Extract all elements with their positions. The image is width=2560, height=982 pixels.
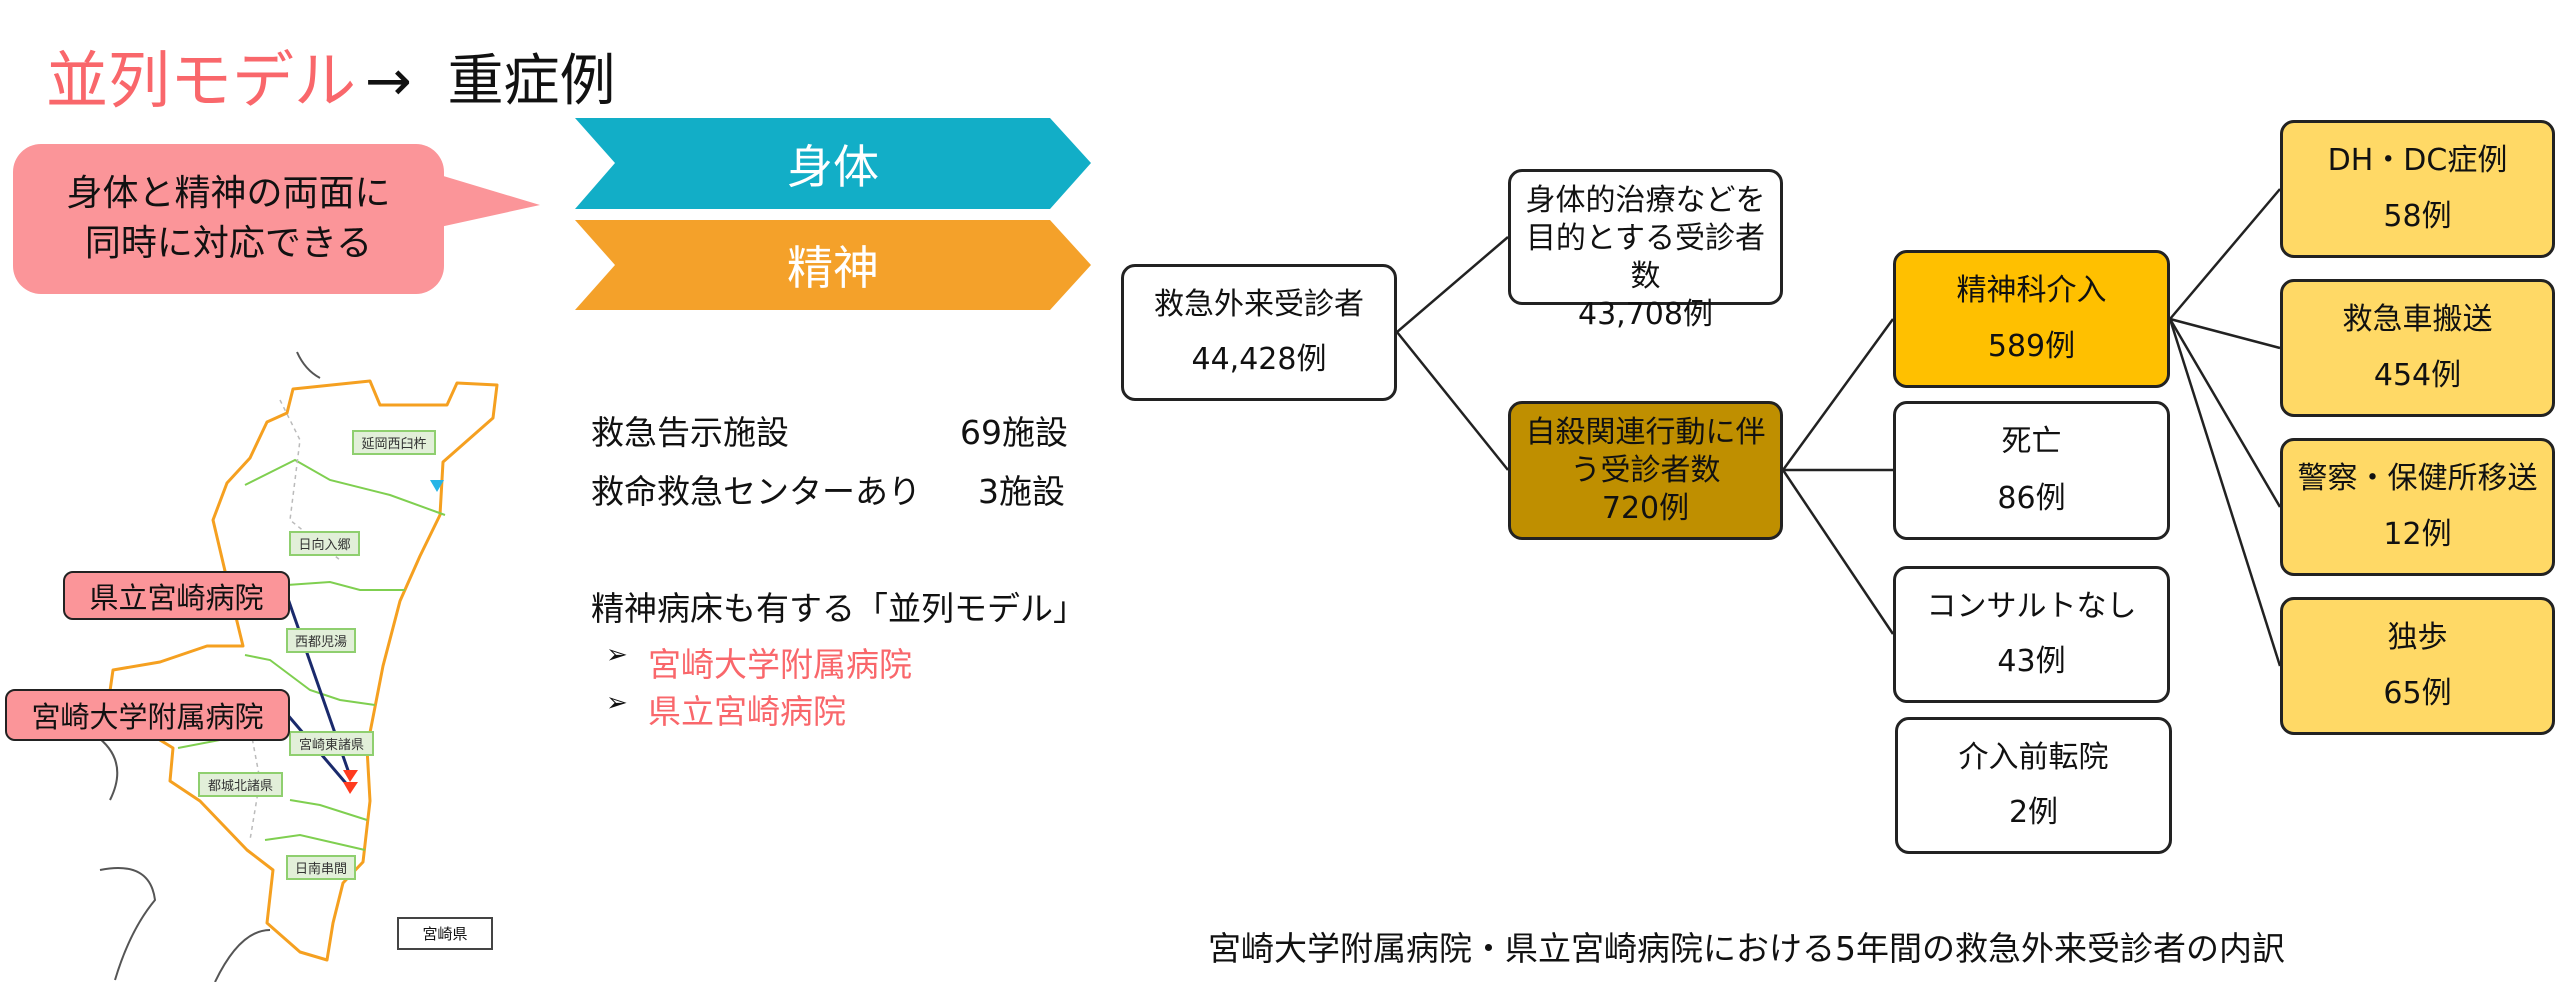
parallel-model-heading: 精神病床も有する「並列モデル」	[591, 589, 1086, 628]
region-label: 宮崎東諸県	[289, 731, 374, 756]
node-value: 2例	[2008, 795, 2059, 831]
node-dhdc: DH・DC症例 58例	[2280, 120, 2555, 258]
chevron-label: 身体	[787, 139, 879, 194]
facility-label: 救急告示施設	[591, 413, 789, 452]
node-label: 死亡	[2001, 424, 2062, 460]
chevron-mental: 精神	[575, 220, 1091, 310]
node-label: 自殺関連行動に伴う受診者数	[1525, 415, 1766, 488]
bullet-icon: ➢	[606, 640, 628, 670]
subtitle: → 重症例	[365, 36, 616, 117]
node-label: 精神科介入	[1956, 273, 2107, 308]
prefecture-label: 宮崎県	[397, 917, 493, 950]
node-value: 589例	[1987, 329, 2076, 364]
callout: 身体と精神の両面に 同時に対応できる	[13, 144, 444, 294]
chevron-label: 精神	[787, 241, 879, 295]
node-ambulance: 救急車搬送 454例	[2280, 279, 2555, 417]
node-label: DH・DC症例	[2327, 143, 2508, 178]
hospital-label-university: 宮崎大学附属病院	[5, 689, 290, 741]
node-value: 720例	[1601, 491, 1690, 526]
node-label: 救急車搬送	[2342, 302, 2493, 337]
node-value: 65例	[2383, 676, 2452, 711]
callout-line: 身体と精神の両面に	[66, 173, 391, 214]
node-suicide: 自殺関連行動に伴う受診者数 720例	[1508, 401, 1783, 540]
callout-tail	[440, 175, 540, 227]
node-police: 警察・保健所移送 12例	[2280, 438, 2555, 576]
node-value: 86例	[1997, 480, 2066, 516]
hospital-item: 県立宮崎病院	[648, 692, 846, 731]
region-label: 日向入郷	[289, 531, 360, 556]
node-root: 救急外来受診者 44,428例	[1121, 264, 1397, 401]
node-label: 独歩	[2387, 620, 2448, 655]
callout-line: 同時に対応できる	[84, 223, 373, 264]
subtitle-text: 重症例	[447, 49, 616, 114]
node-label: コンサルトなし	[1926, 588, 2137, 624]
node-transfer: 介入前転院 2例	[1895, 717, 2172, 854]
marker-icon	[430, 480, 444, 492]
facility-label: 救命救急センターあり	[591, 472, 921, 511]
node-walk: 独歩 65例	[2280, 597, 2555, 735]
region-label: 日南串間	[286, 855, 356, 880]
node-label: 介入前転院	[1958, 739, 2109, 775]
node-value: 44,428例	[1191, 342, 1327, 378]
node-value: 12例	[2383, 517, 2452, 552]
node-death: 死亡 86例	[1893, 401, 2170, 540]
node-psych: 精神科介入 589例	[1893, 250, 2170, 388]
title: 並列モデル	[46, 44, 357, 117]
node-value: 58例	[2383, 199, 2452, 234]
node-label: 警察・保健所移送	[2297, 461, 2538, 496]
node-value: 454例	[2373, 358, 2462, 393]
region-label: 西都児湯	[286, 628, 356, 653]
node-value: 43例	[1997, 644, 2066, 680]
node-label: 救急外来受診者	[1154, 286, 1364, 322]
arrow: →	[365, 49, 412, 114]
bullet-icon: ➢	[606, 688, 628, 718]
caption: 宮崎大学附属病院・県立宮崎病院における5年間の救急外来受診者の内訳	[1208, 929, 2285, 968]
hospital-item: 宮崎大学附属病院	[648, 645, 912, 684]
node-value: 43,708例	[1578, 297, 1713, 332]
region-label: 都城北諸県	[198, 772, 283, 797]
hospital-label-prefectural: 県立宮崎病院	[63, 571, 290, 620]
region-label: 延岡西臼杵	[352, 430, 436, 455]
node-physical: 身体的治療などを目的とする受診者数 43,708例	[1508, 169, 1783, 332]
node-label: 身体的治療などを目的とする受診者数	[1525, 183, 1766, 294]
facility-value: 3施設	[978, 472, 1065, 511]
facility-value: 69施設	[960, 413, 1068, 452]
chevron-physical: 身体	[575, 118, 1091, 209]
node-no-consult: コンサルトなし 43例	[1893, 566, 2170, 703]
